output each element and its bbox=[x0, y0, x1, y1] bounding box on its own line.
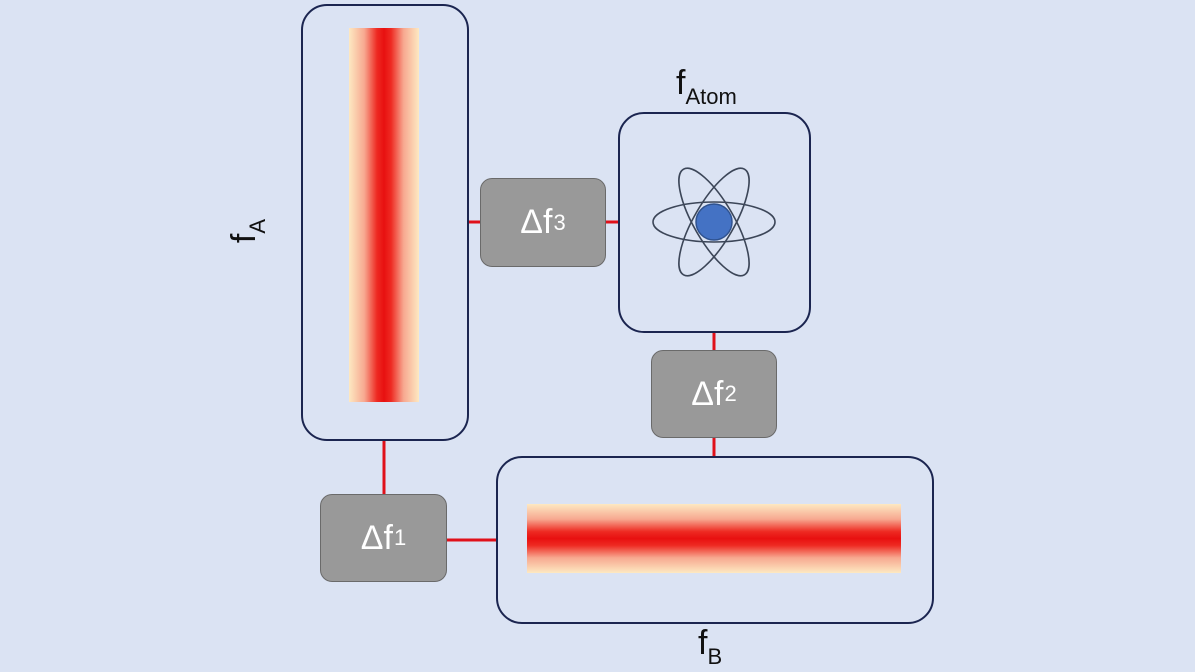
delta-f1-sub: 1 bbox=[393, 525, 407, 550]
f-a-label: fA bbox=[225, 218, 271, 244]
f-b-main: f bbox=[698, 624, 708, 662]
delta-f2-main: Δf bbox=[691, 374, 724, 413]
f-b-label: fB bbox=[698, 626, 722, 668]
f-a-sub: A bbox=[245, 218, 271, 234]
delta-f2-sub: 2 bbox=[724, 381, 737, 406]
f-b-sub: B bbox=[707, 644, 723, 669]
cavity-a-frame bbox=[301, 4, 469, 441]
atom-frame bbox=[618, 112, 811, 333]
delta-f1-main: Δf bbox=[360, 518, 393, 557]
f-atom-main: f bbox=[676, 64, 686, 102]
cavity-b-frame bbox=[496, 456, 934, 624]
cavity-a-beam bbox=[349, 28, 419, 402]
delta-f3-sub: 3 bbox=[553, 209, 566, 235]
cavity-b-beam bbox=[527, 504, 901, 573]
f-a-main: f bbox=[225, 233, 264, 244]
f-atom-sub: Atom bbox=[685, 84, 737, 109]
atom-icon bbox=[652, 167, 776, 277]
delta-f3-main: Δf bbox=[520, 203, 553, 241]
f-atom-label: fAtom bbox=[676, 66, 737, 108]
